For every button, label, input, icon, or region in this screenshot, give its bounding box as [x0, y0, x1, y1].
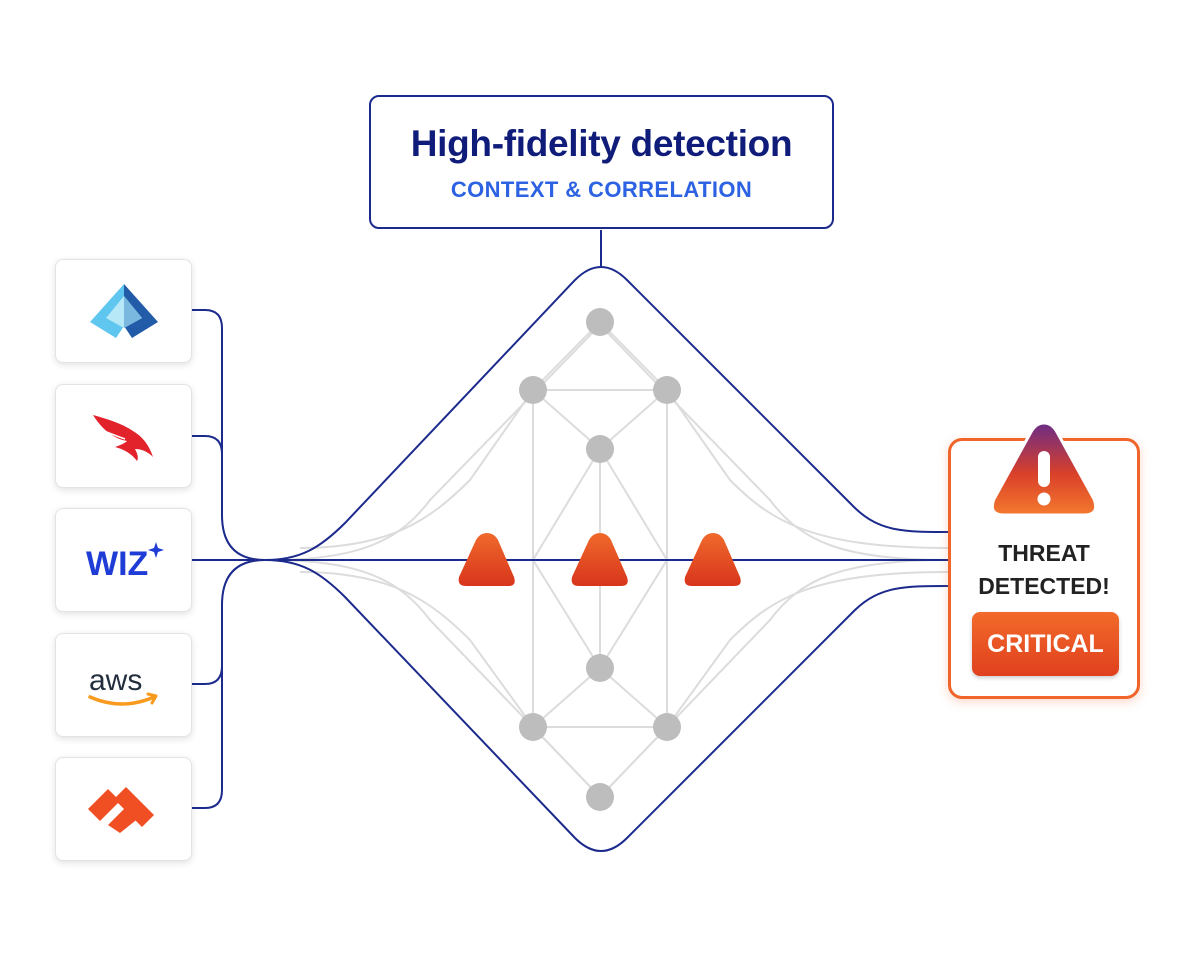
crowdstrike-falcon-icon	[92, 415, 153, 461]
graph-node	[586, 783, 614, 811]
source-card-wiz[interactable]: WIZ	[55, 508, 192, 612]
page-title: High-fidelity detection	[410, 123, 793, 164]
threat-marker-icon	[684, 533, 741, 586]
palo-alto-logo	[87, 787, 154, 833]
severity-badge[interactable]: CRITICAL	[972, 612, 1119, 676]
threat-message: THREAT DETECTED!	[951, 537, 1137, 603]
threat-line-1: THREAT	[998, 540, 1090, 566]
svg-text:aws: aws	[89, 664, 142, 697]
graph-node	[519, 376, 547, 404]
page-subtitle: CONTEXT & CORRELATION	[450, 177, 753, 202]
graph-node	[586, 435, 614, 463]
graph-nodes	[519, 308, 681, 811]
threat-marker-icon	[458, 533, 515, 586]
mesh-curves	[269, 323, 949, 799]
detection-header: High-fidelity detection CONTEXT & CORREL…	[369, 95, 834, 229]
detection-funnel	[264, 230, 949, 852]
source-card-aws[interactable]: aws	[55, 633, 192, 737]
graph-node	[586, 308, 614, 336]
threat-marker-icon	[571, 533, 628, 586]
source-card-crowdstrike[interactable]	[55, 384, 192, 488]
source-connectors	[192, 309, 948, 809]
source-card-paloalto[interactable]	[55, 757, 192, 861]
graph-node	[653, 376, 681, 404]
threat-line-2: DETECTED!	[978, 573, 1110, 599]
detection-markers	[458, 533, 741, 586]
warning-icon	[990, 421, 1098, 517]
entra-id-icon	[89, 284, 158, 338]
graph-node	[519, 713, 547, 741]
svg-text:WIZ: WIZ	[86, 545, 148, 582]
aws-logo: aws	[87, 664, 157, 706]
graph-node	[653, 713, 681, 741]
wiz-logo: WIZ	[86, 542, 164, 582]
graph-node	[586, 654, 614, 682]
source-card-entra[interactable]	[55, 259, 192, 363]
